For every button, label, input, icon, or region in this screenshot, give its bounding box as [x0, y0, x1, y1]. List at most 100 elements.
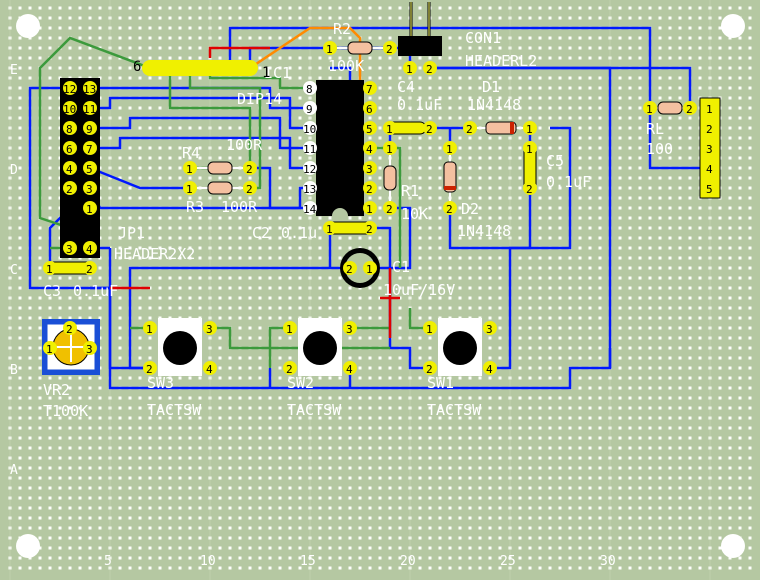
- grid-hole: [188, 376, 192, 380]
- grid-hole: [558, 166, 562, 170]
- grid-hole: [188, 396, 192, 400]
- grid-hole: [298, 476, 302, 480]
- grid-hole: [588, 246, 592, 250]
- grid-hole: [98, 456, 102, 460]
- grid-hole: [528, 396, 532, 400]
- grid-hole: [678, 236, 682, 240]
- grid-hole: [738, 376, 742, 380]
- grid-hole: [238, 246, 242, 250]
- grid-hole: [118, 486, 122, 490]
- grid-hole: [478, 146, 482, 150]
- grid-hole: [618, 46, 622, 50]
- sw2-ref: SW2: [287, 374, 314, 392]
- grid-hole: [58, 376, 62, 380]
- grid-hole: [428, 166, 432, 170]
- c1-inner: [345, 253, 375, 283]
- grid-hole: [398, 76, 402, 80]
- grid-hole: [198, 476, 202, 480]
- grid-hole: [138, 396, 142, 400]
- grid-hole: [138, 316, 142, 320]
- grid-hole: [468, 426, 472, 430]
- grid-hole: [548, 476, 552, 480]
- grid-hole: [728, 296, 732, 300]
- grid-hole: [668, 446, 672, 450]
- grid-hole: [238, 146, 242, 150]
- grid-hole: [428, 536, 432, 540]
- r2-resistor: 1 2 R2 100K: [323, 20, 397, 75]
- grid-hole: [618, 306, 622, 310]
- grid-hole: [748, 286, 752, 290]
- grid-hole: [718, 496, 722, 500]
- grid-hole: [658, 176, 662, 180]
- grid-hole: [528, 416, 532, 420]
- grid-hole: [638, 386, 642, 390]
- grid-hole: [598, 326, 602, 330]
- grid-hole: [188, 56, 192, 60]
- grid-hole: [478, 136, 482, 140]
- grid-hole: [228, 196, 232, 200]
- c4-capacitor: 1 2 C4 0.1uF: [383, 78, 442, 136]
- grid-hole: [168, 536, 172, 540]
- con1-body: [398, 36, 442, 56]
- grid-hole: [588, 156, 592, 160]
- grid-hole: [428, 376, 432, 380]
- grid-hole: [58, 486, 62, 490]
- grid-hole: [688, 126, 692, 130]
- grid-hole: [68, 26, 72, 30]
- grid-hole: [588, 146, 592, 150]
- grid-hole: [168, 286, 172, 290]
- grid-hole: [568, 436, 572, 440]
- grid-hole: [368, 246, 372, 250]
- grid-hole: [588, 326, 592, 330]
- grid-hole: [378, 106, 382, 110]
- grid-hole: [168, 426, 172, 430]
- grid-hole: [688, 376, 692, 380]
- grid-hole: [478, 56, 482, 60]
- grid-hole: [178, 306, 182, 310]
- grid-hole: [138, 236, 142, 240]
- grid-hole: [338, 446, 342, 450]
- grid-hole: [118, 246, 122, 250]
- grid-hole: [278, 516, 282, 520]
- grid-hole: [128, 486, 132, 490]
- grid-hole: [148, 216, 152, 220]
- pad: [363, 141, 377, 155]
- grid-hole: [738, 336, 742, 340]
- grid-hole: [418, 286, 422, 290]
- grid-hole: [648, 476, 652, 480]
- grid-hole: [158, 126, 162, 130]
- grid-hole: [248, 246, 252, 250]
- pad-number: 2: [426, 63, 433, 76]
- grid-hole: [38, 476, 42, 480]
- grid-hole: [578, 556, 582, 560]
- grid-hole: [258, 426, 262, 430]
- grid-hole: [278, 356, 282, 360]
- grid-hole: [658, 26, 662, 30]
- grid-hole: [328, 296, 332, 300]
- grid-hole: [218, 356, 222, 360]
- grid-hole: [678, 116, 682, 120]
- grid-hole: [558, 206, 562, 210]
- grid-hole: [578, 276, 582, 280]
- grid-hole: [538, 116, 542, 120]
- grid-hole: [118, 306, 122, 310]
- grid-hole: [638, 86, 642, 90]
- grid-hole: [188, 26, 192, 30]
- grid-hole: [438, 176, 442, 180]
- grid-hole: [558, 256, 562, 260]
- grid-hole: [468, 526, 472, 530]
- grid-hole: [228, 356, 232, 360]
- grid-hole: [578, 486, 582, 490]
- grid-hole: [668, 236, 672, 240]
- grid-hole: [458, 256, 462, 260]
- grid-hole: [728, 86, 732, 90]
- grid-hole: [658, 536, 662, 540]
- grid-hole: [428, 116, 432, 120]
- grid-hole: [188, 246, 192, 250]
- grid-hole: [488, 236, 492, 240]
- grid-hole: [478, 256, 482, 260]
- grid-hole: [578, 16, 582, 20]
- grid-hole: [548, 346, 552, 350]
- grid-hole: [698, 386, 702, 390]
- grid-hole: [358, 236, 362, 240]
